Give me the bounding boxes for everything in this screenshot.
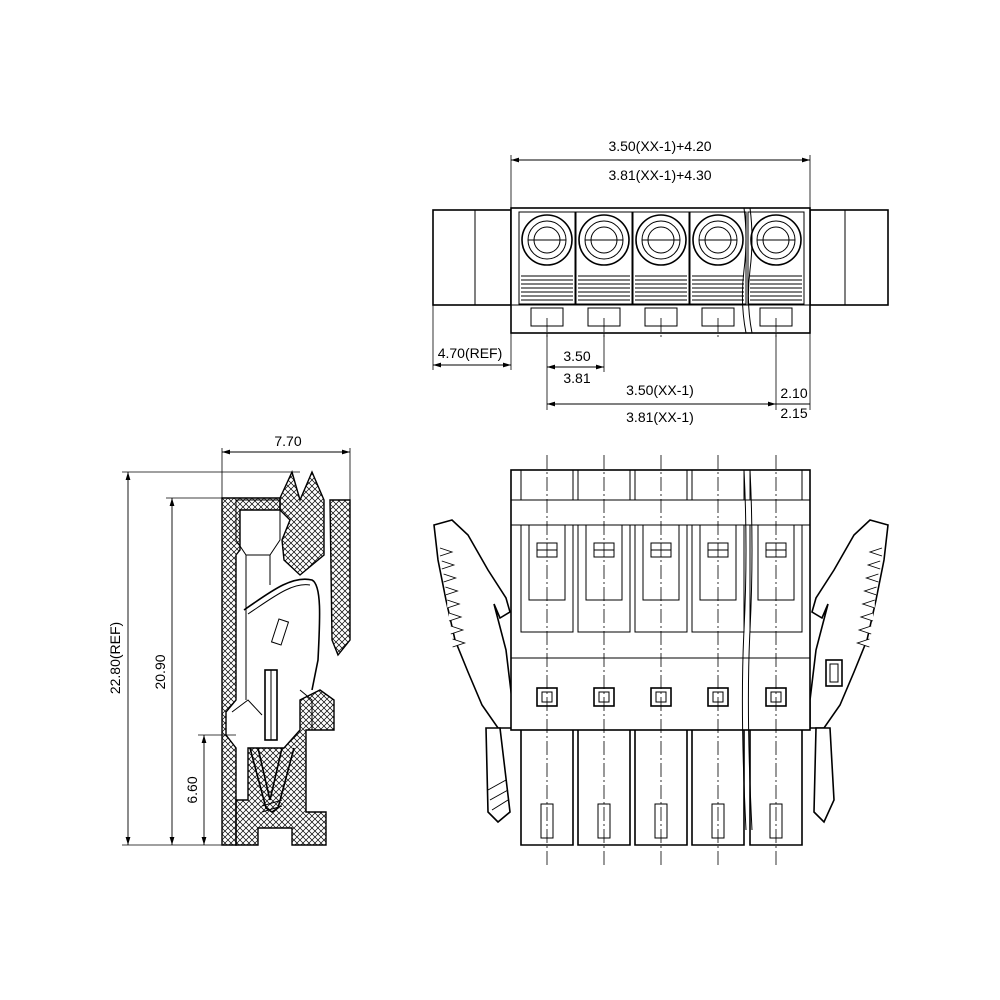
front-view-poles bbox=[520, 455, 803, 865]
front-left-latch-grips bbox=[439, 547, 467, 648]
left-flange bbox=[432, 209, 512, 306]
grip-tooth bbox=[863, 586, 877, 596]
pole-contact-leg bbox=[634, 730, 688, 846]
right-flange bbox=[809, 209, 889, 306]
front-pole-2 bbox=[577, 455, 631, 865]
side-contact-fork bbox=[249, 747, 295, 813]
pole-contact-leg bbox=[691, 730, 745, 846]
top-view-poles bbox=[518, 211, 805, 338]
top-pole-frame bbox=[747, 211, 805, 305]
front-view bbox=[433, 455, 889, 865]
pole-push-button bbox=[691, 524, 745, 633]
pole-push-button bbox=[520, 524, 574, 633]
top-pole-frame bbox=[689, 211, 747, 305]
front-pole-4 bbox=[691, 455, 745, 865]
wire-entry-outer bbox=[635, 214, 687, 266]
pole-push-button bbox=[577, 524, 631, 633]
pole-push-button bbox=[634, 524, 688, 633]
front-pole-3 bbox=[634, 455, 688, 865]
grip-tooth bbox=[859, 612, 874, 622]
dim-pitch-350: 3.50 bbox=[563, 348, 590, 364]
dim-width: 7.70 bbox=[274, 433, 301, 449]
top-pole-3 bbox=[632, 211, 690, 338]
grip-tooth bbox=[443, 573, 458, 583]
dim-pitch-381: 3.81 bbox=[563, 370, 590, 386]
grip-tooth bbox=[452, 638, 467, 648]
front-right-latch-grips bbox=[855, 547, 883, 648]
side-latch-rear bbox=[329, 499, 351, 657]
top-pole-2 bbox=[575, 211, 633, 338]
pole-contact-leg bbox=[749, 730, 803, 846]
side-clamp-spring bbox=[243, 578, 321, 691]
grip-tooth bbox=[441, 560, 456, 570]
wire-entry-outer bbox=[692, 214, 744, 266]
wire-entry-outer bbox=[521, 214, 573, 266]
side-housing-right-wall bbox=[279, 469, 325, 576]
top-pole-frame bbox=[518, 211, 576, 305]
dim-edge-381: 2.15 bbox=[780, 405, 807, 421]
grip-tooth bbox=[448, 612, 463, 622]
grip-tooth bbox=[868, 547, 883, 557]
grip-tooth bbox=[861, 599, 875, 609]
pole-contact-leg bbox=[577, 730, 631, 846]
front-pole-1 bbox=[520, 455, 574, 865]
dim-total-350: 3.50(XX-1)+4.20 bbox=[608, 138, 711, 154]
top-view: 3.50(XX-1)+4.20 3.81(XX-1)+4.30 4.70(REF… bbox=[432, 138, 889, 425]
top-pole-1 bbox=[518, 211, 576, 338]
grip-tooth bbox=[855, 638, 870, 648]
front-left-lever bbox=[485, 727, 511, 824]
side-lower-housing bbox=[235, 689, 335, 846]
top-pole-frame bbox=[575, 211, 633, 305]
dim-pin: 6.60 bbox=[184, 776, 200, 803]
grip-tooth bbox=[450, 625, 465, 635]
grip-tooth bbox=[864, 573, 879, 583]
top-pole-5 bbox=[747, 211, 805, 338]
wire-entry-outer bbox=[750, 214, 802, 266]
dim-edge-350: 2.10 bbox=[780, 385, 807, 401]
grip-tooth bbox=[866, 560, 881, 570]
dim-span-350: 3.50(XX-1) bbox=[626, 382, 694, 398]
dim-body: 20.90 bbox=[152, 654, 168, 689]
pole-contact-leg bbox=[520, 730, 574, 846]
side-view: 7.70 22.80(REF) 20.90 6.60 bbox=[107, 433, 351, 846]
top-pole-4 bbox=[689, 211, 747, 338]
dim-total-381: 3.81(XX-1)+4.30 bbox=[608, 167, 711, 183]
pole-push-button bbox=[749, 524, 803, 633]
dim-overall: 22.80(REF) bbox=[107, 622, 123, 694]
wire-entry-outer bbox=[578, 214, 630, 266]
grip-tooth bbox=[857, 625, 872, 635]
top-pole-frame bbox=[632, 211, 690, 305]
front-right-lever bbox=[813, 727, 835, 824]
grip-tooth bbox=[447, 599, 461, 609]
grip-tooth bbox=[439, 547, 454, 557]
front-pole-5 bbox=[749, 455, 803, 865]
side-contact-slot bbox=[270, 618, 290, 646]
grip-tooth bbox=[445, 586, 459, 596]
dim-ref-left: 4.70(REF) bbox=[438, 345, 503, 361]
dim-span-381: 3.81(XX-1) bbox=[626, 409, 694, 425]
